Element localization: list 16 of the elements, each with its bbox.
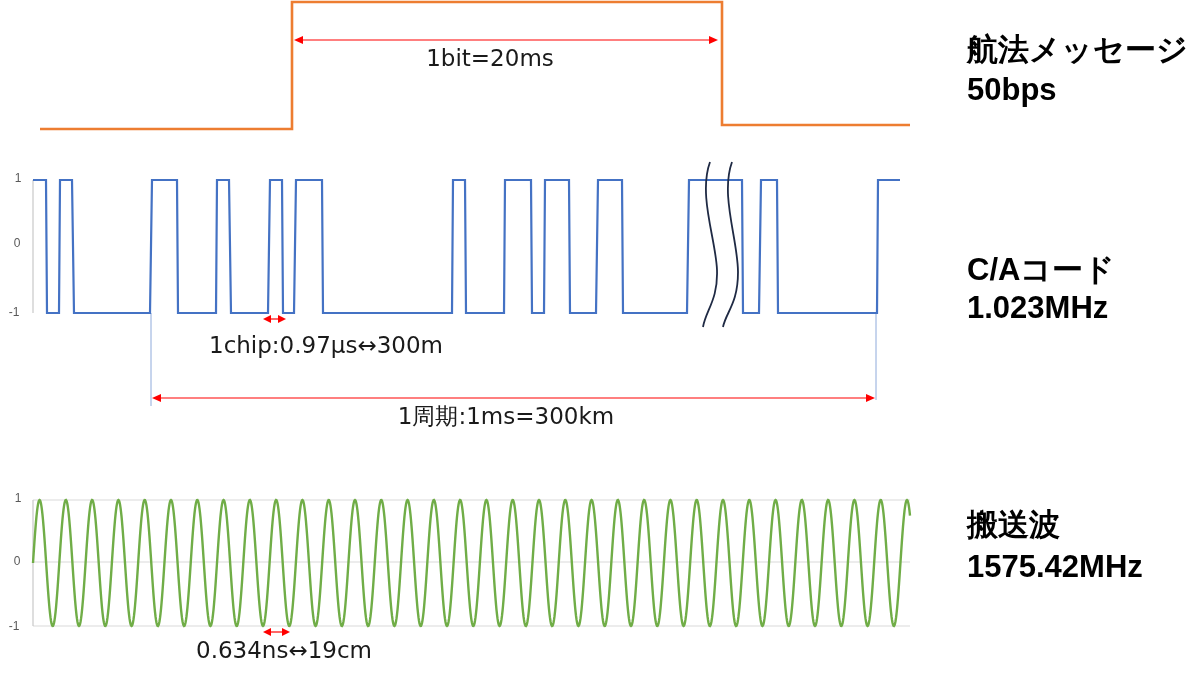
signal-rate: 50bps bbox=[967, 72, 1057, 108]
dimension-label: 1chip:0.97μs↔300m bbox=[209, 331, 443, 359]
signal-name: 搬送波 bbox=[967, 507, 1060, 543]
dimension-label: 1周期:1ms=300km bbox=[397, 402, 615, 430]
signal-rate: 1.023MHz bbox=[967, 290, 1109, 326]
axis-tick-label: -1 bbox=[8, 620, 20, 634]
dimension-label: 1bit=20ms bbox=[426, 44, 554, 72]
signal-name: 航法メッセージ bbox=[967, 32, 1188, 68]
axis-tick-label: 1 bbox=[14, 492, 22, 506]
signal-name: C/Aコード bbox=[967, 252, 1116, 288]
axis-tick-label: 1 bbox=[14, 172, 22, 186]
axis-tick-label: 0 bbox=[13, 555, 21, 569]
signal-rate: 1575.42MHz bbox=[967, 549, 1143, 585]
axis-tick-label: -1 bbox=[8, 306, 20, 320]
dimension-label: 0.634ns↔19cm bbox=[196, 636, 372, 664]
axis-tick-label: 0 bbox=[13, 237, 21, 251]
